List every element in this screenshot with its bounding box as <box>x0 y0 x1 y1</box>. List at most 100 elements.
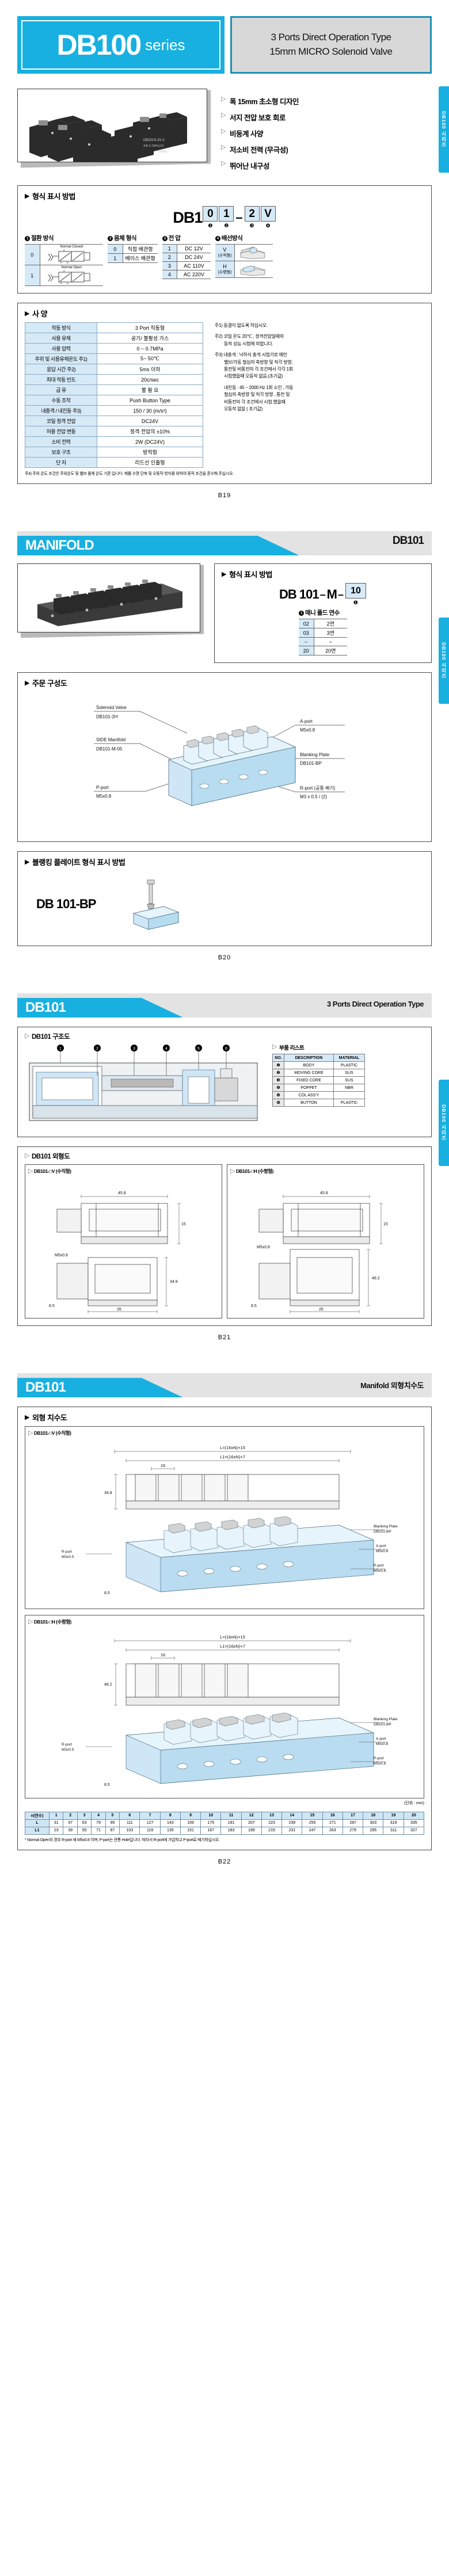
ruler-l1: 263 <box>322 1826 343 1835</box>
ruler-n: 17 <box>342 1811 364 1820</box>
dim-label: 45.8 <box>320 1191 328 1195</box>
manifold-photo-graphic <box>18 564 200 632</box>
feature-item: ▷저소비 전력 (무극성) <box>221 144 432 155</box>
ruler-n: 4 <box>91 1811 106 1820</box>
dim-label: DB101-BP <box>374 1530 391 1534</box>
dim-label: M5x0.8 <box>376 1742 389 1746</box>
dim-label: DB101-BP <box>374 1723 391 1727</box>
manifold-code-cell: 10 <box>345 583 366 599</box>
part-mat <box>333 1091 365 1099</box>
ruler-l: 95 <box>105 1819 120 1827</box>
ruler-n: 8 <box>159 1811 181 1820</box>
badge-number-icon: 4 <box>215 236 220 241</box>
note-head: 주2) 코일 온도 20℃ , 정격전압일때의 <box>215 334 284 340</box>
svg-text:DB101-BP: DB101-BP <box>300 761 322 766</box>
spec-value: 공기/ 불활성 가스 <box>97 333 203 344</box>
ruler-n: 11 <box>220 1811 242 1820</box>
dim-label: L1=(16xN)+7 <box>220 1644 245 1649</box>
svg-text:5: 5 <box>197 1047 200 1051</box>
note-line: 철심의 축방향 및 직각 방향 , 통전 및 <box>224 392 290 398</box>
ruler-l1: 39 <box>63 1826 78 1835</box>
manifold-code-mid: M <box>326 587 337 601</box>
svg-text:P-port: P-port <box>96 785 109 790</box>
db100-description-box: 3 Ports Direct Operation Type 15mm MICRO… <box>230 16 432 74</box>
feature-label: 비둥계 사양 <box>229 130 263 138</box>
svg-text:3: 3 <box>133 1047 135 1051</box>
table-row: 주위 및 사용유체온도 주1)5~ 50℃ <box>25 353 203 364</box>
dim-label: 34.8 <box>104 1491 112 1495</box>
ruler-l1: 215 <box>261 1826 283 1835</box>
ruler-n: 3 <box>77 1811 92 1820</box>
ruler-l: 207 <box>241 1819 262 1827</box>
spec-label: 사용 유체 <box>25 333 97 344</box>
option-value: 베이스 배관형 <box>123 253 158 263</box>
option-value <box>234 261 273 278</box>
ruler-n: 16 <box>322 1811 343 1820</box>
svg-text:P: P <box>60 282 62 285</box>
spec-value: 정격 전압의 ±10% <box>97 426 203 437</box>
ruler-l: 159 <box>180 1819 201 1827</box>
structure-section: ▷ DB101 구조도 <box>17 1027 432 1137</box>
spec-value: DC24V <box>97 416 203 426</box>
dim-label: 48.2 <box>372 1276 380 1281</box>
ruler-row-label-n: n(연수) <box>25 1811 50 1820</box>
option-value: AC 220V <box>177 270 211 279</box>
ruler-l: 31 <box>48 1819 64 1827</box>
wiring-key-h-note: (수평형) <box>218 270 232 275</box>
page-number-b22: B22 <box>218 1858 231 1865</box>
dim-label: 26 <box>117 1308 121 1312</box>
spec-label: 단 자 <box>25 457 97 468</box>
triangle-bullet-icon: ▷ <box>221 144 226 151</box>
option-label: 전 압 <box>168 235 181 242</box>
section-label: 형식 표시 방법 <box>32 192 75 201</box>
order-diagram-title: ▶ 주문 구성도 <box>25 677 424 688</box>
ruler-l1: 279 <box>342 1826 364 1835</box>
part-mat: SUS <box>333 1076 365 1084</box>
svg-text:DB101-2H: DB101-2H <box>96 714 118 719</box>
spec-label: 수동 조작 <box>25 395 97 406</box>
note-line: 오동작 없을 ( 초기값) <box>224 406 262 411</box>
side-tab-db100: DB100 시리즈 <box>439 86 449 173</box>
option-value: 직접 배관형 <box>123 244 158 254</box>
svg-text:2: 2 <box>96 1047 98 1051</box>
badge-number-icon: 3 <box>162 236 168 241</box>
option-value: Normal Closed A P <box>40 244 103 265</box>
part-no: ❺ <box>272 1091 284 1099</box>
unit-note: (단위 : mm) <box>404 1801 424 1805</box>
outline-vertical-box: ▷ DB101-□V (수직형) <box>25 1164 222 1319</box>
model-code-index-4: ❹ <box>265 223 271 228</box>
ruler-l1: 167 <box>200 1826 222 1835</box>
svg-text:M5x0.8: M5x0.8 <box>96 794 112 799</box>
outline-horizontal-caption: ▷ DB101-□H (수평형) <box>230 1168 421 1175</box>
option-key: 0 <box>25 244 40 265</box>
ruler-l: 239 <box>281 1819 303 1827</box>
side-tab-label: DB100 시리즈 <box>441 642 447 679</box>
ruler-l1: 103 <box>119 1826 140 1835</box>
note-1: 주1) 동결이 없도록 하십시오. <box>215 322 293 329</box>
order-diagram-graphic: Solenoid Valve DB101-2H SIDE Manifold DB… <box>94 705 345 806</box>
svg-text:M3 x 0.5 / (2): M3 x 0.5 / (2) <box>300 794 327 799</box>
dim-label: M5x0.8 <box>374 1762 386 1766</box>
triangle-bullet-icon: ▷ <box>230 1168 235 1175</box>
manifold-dimension-drawing-horizontal: L=(16xN)+15 L1=(16xN)+7 16 <box>62 1634 398 1787</box>
part-desc: BODY <box>284 1061 334 1069</box>
spec-label: 허용 전압 변동 <box>25 426 97 437</box>
outline-title: ▷ DB101 외형도 <box>25 1152 424 1161</box>
triangle-bullet-icon: ▷ <box>25 1152 29 1160</box>
ruler-n: 2 <box>63 1811 78 1820</box>
arrow-right-icon: ▶ <box>25 193 29 200</box>
feature-label: 저소비 전력 (무극성) <box>229 146 288 154</box>
dim-label: L=(16xN)+15 <box>220 1634 245 1640</box>
banner-subtitle: 3 Ports Direct Operation Type <box>326 1000 424 1008</box>
dim-label: M5x0.8 <box>55 1253 68 1257</box>
spec-value: 불 필 요 <box>97 384 203 395</box>
svg-text:M5x0.8: M5x0.8 <box>300 727 315 733</box>
